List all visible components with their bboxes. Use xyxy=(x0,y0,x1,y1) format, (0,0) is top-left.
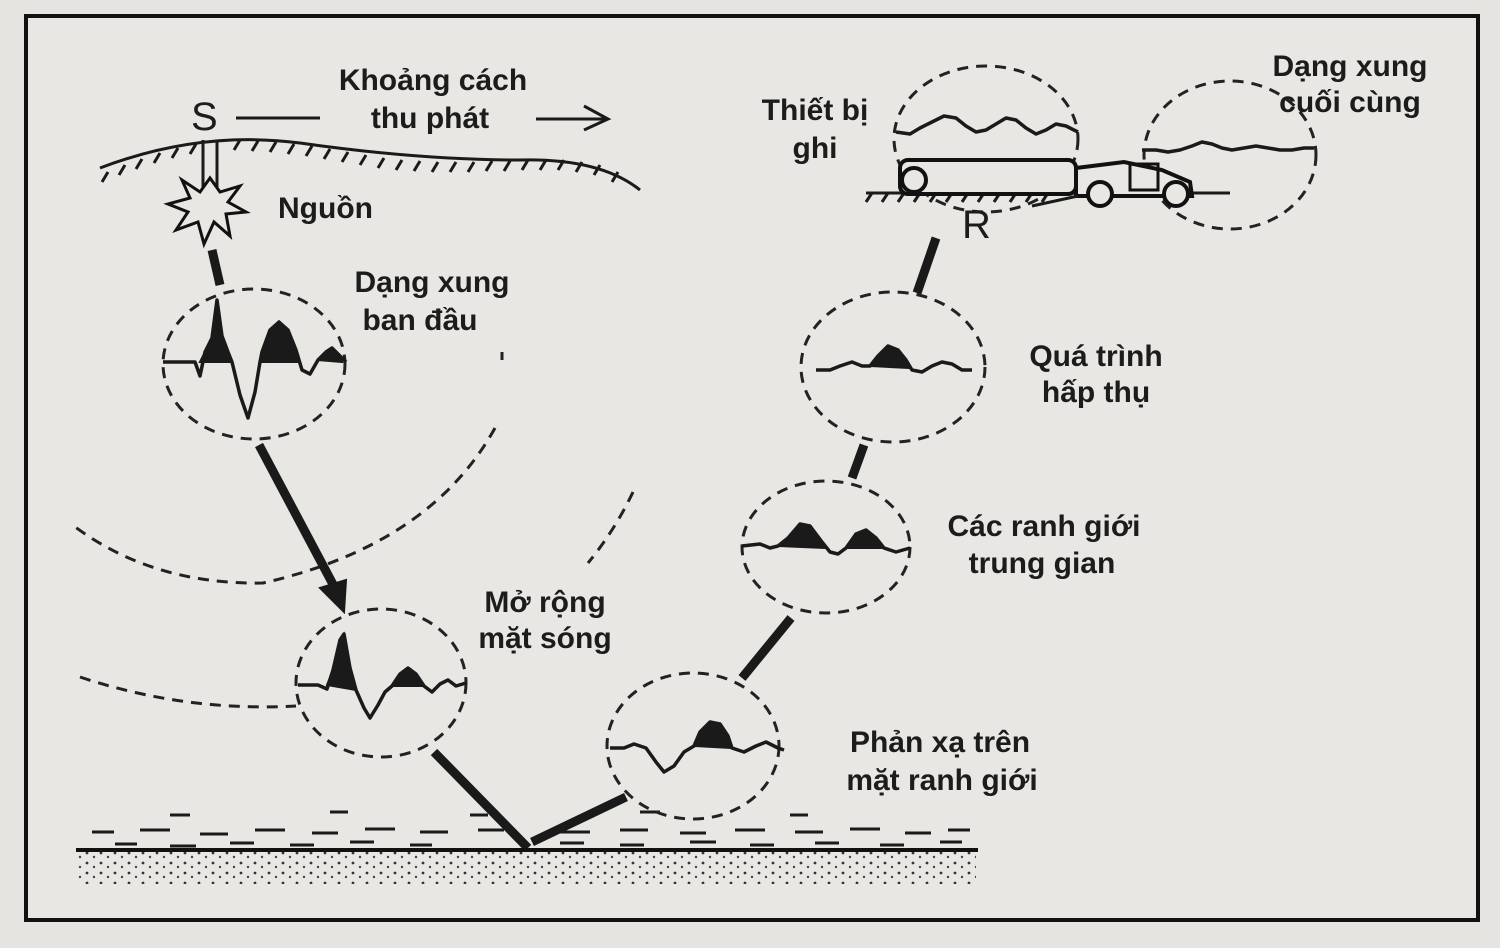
recorder-label-line1: Thiết bị xyxy=(762,94,869,127)
receiver-label: R xyxy=(962,203,991,247)
offset-label-line2: thu phát xyxy=(371,102,489,135)
spreading-label-line1: Mở rộng xyxy=(484,586,605,619)
final-pulse-label-line1: Dạng xung xyxy=(1273,50,1428,83)
recording-truck-icon xyxy=(898,158,1195,208)
absorption-pulse-circle xyxy=(799,290,987,444)
explosion-icon xyxy=(163,175,251,249)
boundaries-label-line1: Các ranh giới xyxy=(947,510,1140,543)
recorder-label-line2: ghi xyxy=(793,132,838,165)
figure-frame xyxy=(24,14,1480,922)
reflection-label-line1: Phản xạ trên xyxy=(850,726,1030,759)
source-shot xyxy=(163,140,251,249)
reflector-layer xyxy=(76,810,978,884)
ray-arrowhead xyxy=(318,578,348,615)
absorption-label-line2: hấp thụ xyxy=(1042,376,1150,409)
offset-label-line1: Khoảng cách xyxy=(339,64,527,97)
ray-path xyxy=(207,236,941,852)
spreading-label-line2: mặt sóng xyxy=(478,622,611,655)
offset-arrow xyxy=(536,104,612,132)
final-pulse-circle xyxy=(1142,79,1318,231)
final-pulse-label-line2: cuối cùng xyxy=(1279,86,1421,119)
source-label: S xyxy=(191,95,218,139)
intermediate-pulse-circle xyxy=(740,479,912,615)
recorder-pulse-circle xyxy=(892,64,1080,214)
absorption-label-line1: Quá trình xyxy=(1029,340,1162,373)
initial-pulse-circle xyxy=(161,287,348,441)
initial-pulse-label-line2: ban đầu xyxy=(362,304,477,337)
reflection-label-line2: mặt ranh giới xyxy=(846,764,1037,797)
source-name-label: Nguồn xyxy=(278,192,373,225)
spreading-pulse-circle xyxy=(294,607,468,759)
boundaries-label-line2: trung gian xyxy=(969,547,1116,580)
initial-pulse-label-line1: Dạng xung xyxy=(355,266,510,299)
reflection-pulse-circle xyxy=(605,671,785,821)
wavefronts xyxy=(69,352,635,709)
